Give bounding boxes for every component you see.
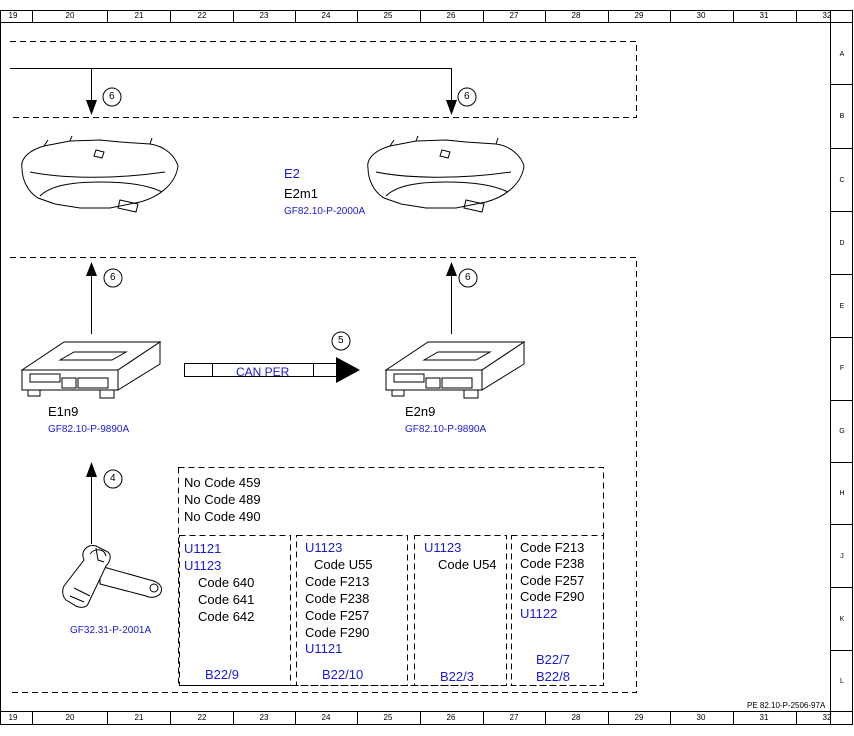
col-label: 32 bbox=[822, 11, 832, 20]
document-reference: PE 82.10-P-2506-97A bbox=[747, 701, 826, 710]
arrow-number-switch: 4 bbox=[110, 473, 116, 484]
arrow-number-top-right: 6 bbox=[464, 91, 470, 102]
row-label: K bbox=[839, 616, 845, 623]
col-label: 29 bbox=[634, 713, 644, 722]
code-condition: Code 640 bbox=[198, 575, 255, 590]
ruler-ticks bbox=[32, 10, 853, 724]
number-circles bbox=[102, 87, 478, 489]
code-condition: No Code 489 bbox=[184, 492, 261, 507]
code-condition: Code F290 bbox=[305, 625, 370, 640]
code-condition: Code 642 bbox=[198, 609, 255, 624]
row-label: B bbox=[839, 113, 845, 120]
code-condition: Code F238 bbox=[305, 591, 370, 606]
sensor-id: B22/10 bbox=[322, 667, 364, 682]
col-label: 22 bbox=[197, 11, 207, 20]
sensor-id: B22/9 bbox=[205, 667, 239, 682]
col-label: 28 bbox=[571, 713, 581, 722]
col-label: 30 bbox=[696, 11, 706, 20]
col-label: 25 bbox=[383, 713, 393, 722]
col-label: 23 bbox=[259, 713, 269, 722]
switch-ref-link[interactable]: GF32.31-P-2001A bbox=[70, 625, 152, 636]
code-condition: Code F213 bbox=[520, 540, 585, 555]
module-right-drawing bbox=[384, 341, 526, 399]
row-label: C bbox=[839, 177, 845, 184]
col-label: 31 bbox=[759, 713, 769, 722]
module-left-name: E1n9 bbox=[48, 404, 79, 419]
col-label: 28 bbox=[571, 11, 581, 20]
col-label: 22 bbox=[197, 713, 207, 722]
code-condition: No Code 459 bbox=[184, 475, 261, 490]
module-left-ref-link[interactable]: GF82.10-P-9890A bbox=[48, 424, 130, 435]
variant-code: U1121 bbox=[305, 641, 343, 656]
module-right-ref-link[interactable]: GF82.10-P-9890A bbox=[405, 424, 487, 435]
variant-code: U1122 bbox=[520, 606, 558, 621]
col-label: 24 bbox=[321, 713, 331, 722]
col-label: 27 bbox=[509, 713, 519, 722]
can-bus-arrow bbox=[184, 357, 360, 383]
col-label: 32 bbox=[822, 713, 832, 722]
headlamp-motor-name: E2m1 bbox=[284, 186, 318, 201]
arrow-number-can: 5 bbox=[338, 335, 344, 346]
frame bbox=[0, 10, 853, 725]
variant-code: U1121 bbox=[184, 541, 222, 556]
col-label: 26 bbox=[446, 713, 456, 722]
row-label: D bbox=[839, 240, 845, 247]
headlamp-right-drawing bbox=[367, 135, 525, 213]
arrow-number-mid-left: 6 bbox=[110, 272, 116, 283]
dashed-boundaries bbox=[10, 41, 637, 693]
arrow-number-mid-right: 6 bbox=[465, 272, 471, 283]
col-label: 21 bbox=[134, 11, 144, 20]
code-condition: Code F257 bbox=[305, 608, 370, 623]
row-label: G bbox=[839, 428, 845, 435]
row-label: A bbox=[839, 51, 845, 58]
col-label: 25 bbox=[383, 11, 393, 20]
code-condition: Code U54 bbox=[438, 557, 497, 572]
row-label: E bbox=[839, 303, 845, 310]
col-label: 30 bbox=[696, 713, 706, 722]
variant-code: U1123 bbox=[424, 540, 462, 555]
code-condition: Code F213 bbox=[305, 574, 370, 589]
row-label: J bbox=[840, 553, 844, 560]
module-left-drawing bbox=[20, 341, 162, 399]
col-label: 19 bbox=[8, 713, 18, 722]
row-label: F bbox=[839, 365, 845, 372]
signal-lines bbox=[10, 68, 452, 544]
code-condition: Code F257 bbox=[520, 573, 585, 588]
headlamp-ref-link[interactable]: GF82.10-P-2000A bbox=[284, 206, 366, 217]
col-label: 19 bbox=[8, 11, 18, 20]
code-condition: No Code 490 bbox=[184, 509, 261, 524]
code-condition: Code F290 bbox=[520, 589, 585, 604]
col-label: 20 bbox=[65, 713, 75, 722]
can-bus-label: CAN PER bbox=[236, 365, 290, 379]
code-condition: Code F238 bbox=[520, 556, 585, 571]
col-label: 26 bbox=[446, 11, 456, 20]
code-condition: Code 641 bbox=[198, 592, 255, 607]
headlamp-name: E2 bbox=[284, 166, 300, 181]
module-right-name: E2n9 bbox=[405, 404, 436, 419]
sensor-id: B22/8 bbox=[536, 669, 570, 684]
arrow-number-top-left: 6 bbox=[109, 91, 115, 102]
col-label: 20 bbox=[65, 11, 75, 20]
col-label: 31 bbox=[759, 11, 769, 20]
col-label: 24 bbox=[321, 11, 331, 20]
variant-code: U1123 bbox=[305, 540, 343, 555]
col-label: 29 bbox=[634, 11, 644, 20]
row-label: L bbox=[840, 678, 844, 685]
sensor-id: B22/7 bbox=[536, 652, 570, 667]
arrowheads bbox=[86, 100, 457, 477]
col-label: 27 bbox=[509, 11, 519, 20]
col-label: 21 bbox=[134, 713, 144, 722]
variant-code: U1123 bbox=[184, 558, 222, 573]
code-condition: Code U55 bbox=[314, 557, 373, 572]
sensor-id: B22/3 bbox=[440, 669, 474, 684]
headlamp-left-drawing bbox=[21, 135, 179, 213]
light-switch-drawing bbox=[62, 545, 163, 608]
col-label: 23 bbox=[259, 11, 269, 20]
row-label: H bbox=[839, 490, 845, 497]
